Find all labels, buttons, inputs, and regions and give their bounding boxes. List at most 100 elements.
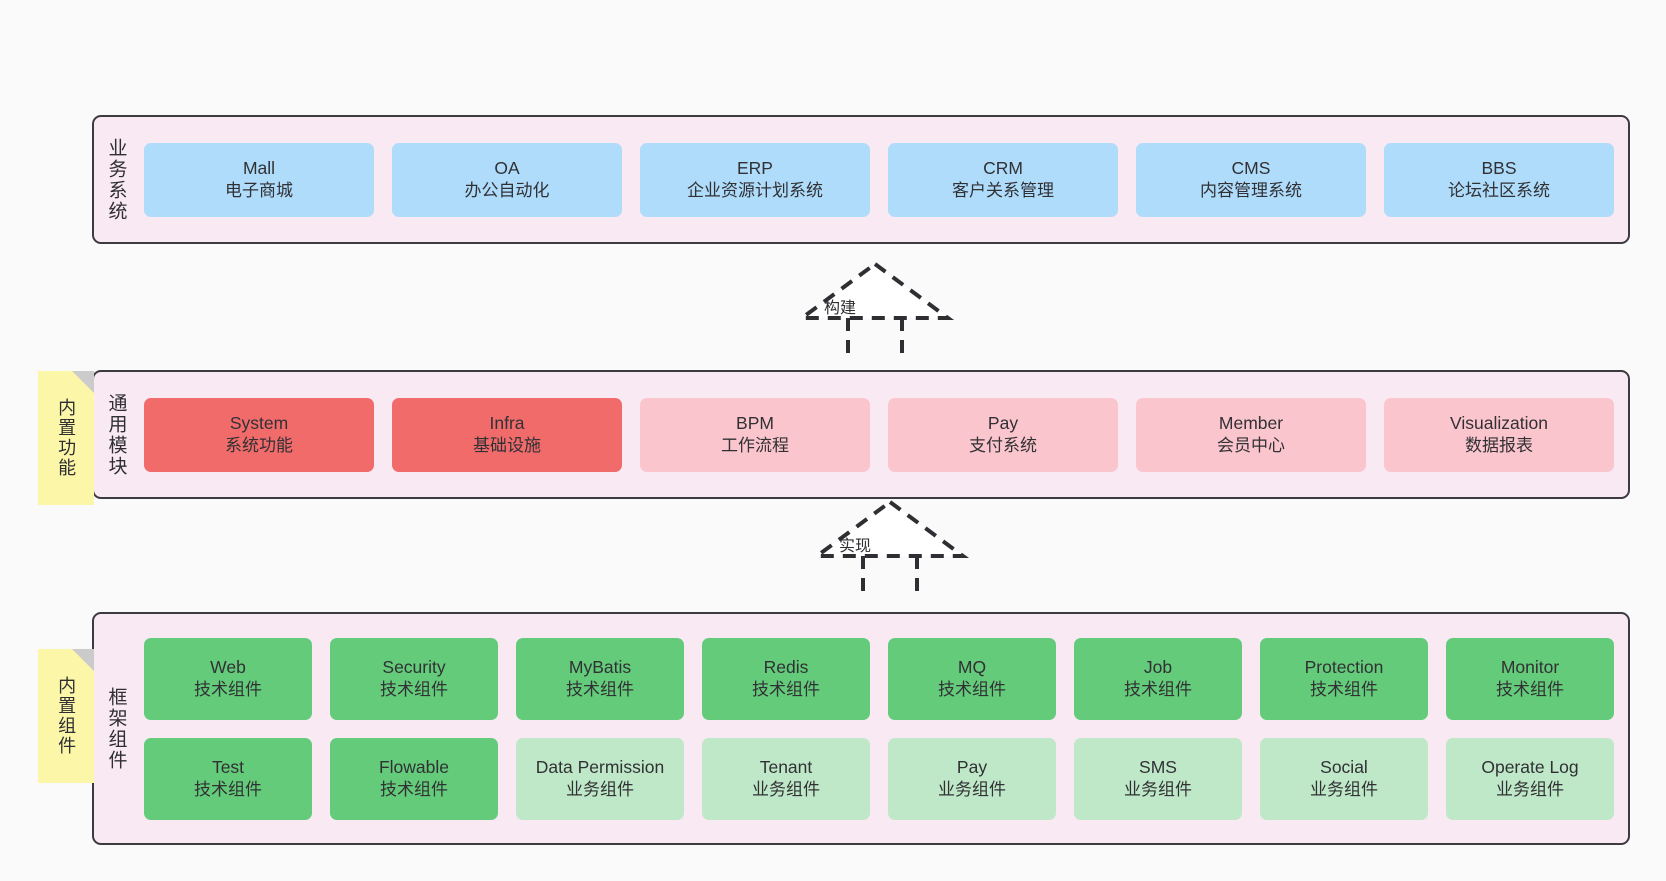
sticky-note-label: 内置组件	[56, 676, 77, 756]
node-subtitle: 电子商城	[225, 180, 293, 200]
node-title: Security	[382, 657, 446, 678]
connector-implement: 实现	[795, 494, 985, 594]
node-monitor[interactable]: Monitor 技术组件	[1446, 637, 1614, 720]
node-subtitle: 技术组件	[1124, 679, 1192, 699]
node-title: Data Permission	[535, 757, 665, 778]
layer-row: Web 技术组件 Security 技术组件 MyBatis 技术组件 Redi…	[144, 637, 1614, 720]
layer-title-common-module: 通用模块	[105, 392, 127, 477]
node-subtitle: 业务组件	[1310, 779, 1378, 799]
node-infra[interactable]: Infra 基础设施	[392, 397, 622, 472]
node-title: Infra	[489, 413, 525, 434]
layer-body-framework-component: Web 技术组件 Security 技术组件 MyBatis 技术组件 Redi…	[138, 614, 1628, 843]
node-title: System	[229, 413, 289, 434]
connector-label: 构建	[824, 300, 857, 317]
node-subtitle: 系统功能	[225, 435, 293, 455]
node-sms[interactable]: SMS 业务组件	[1074, 737, 1242, 820]
layer-row: Mall 电子商城 OA 办公自动化 ERP 企业资源计划系统 CRM 客户关系…	[144, 142, 1614, 217]
node-subtitle: 办公自动化	[464, 180, 550, 200]
generalization-arrow-icon	[795, 261, 955, 356]
layer-title-framework-component: 框架组件	[105, 686, 127, 771]
layer-row: System 系统功能 Infra 基础设施 BPM 工作流程 Pay 支付系统…	[144, 397, 1614, 472]
node-subtitle: 技术组件	[1310, 679, 1378, 699]
node-title: Tenant	[759, 757, 813, 778]
node-subtitle: 业务组件	[566, 779, 634, 799]
node-subtitle: 技术组件	[380, 679, 448, 699]
node-crm[interactable]: CRM 客户关系管理	[888, 142, 1118, 217]
node-title: CRM	[983, 158, 1023, 179]
node-title: CMS	[1231, 158, 1271, 179]
node-subtitle: 企业资源计划系统	[687, 180, 823, 200]
generalization-arrow-icon	[810, 499, 970, 594]
node-erp[interactable]: ERP 企业资源计划系统	[640, 142, 870, 217]
node-bbs[interactable]: BBS 论坛社区系统	[1384, 142, 1614, 217]
node-title: Member	[1218, 413, 1284, 434]
node-tenant[interactable]: Tenant 业务组件	[702, 737, 870, 820]
node-subtitle: 客户关系管理	[952, 180, 1054, 200]
node-oa[interactable]: OA 办公自动化	[392, 142, 622, 217]
node-subtitle: 业务组件	[1124, 779, 1192, 799]
node-security[interactable]: Security 技术组件	[330, 637, 498, 720]
node-title: SMS	[1139, 757, 1177, 778]
layer-common-module: 通用模块 System 系统功能 Infra 基础设施 BPM 工作流程 Pay…	[92, 370, 1630, 499]
node-title: Job	[1143, 657, 1173, 678]
node-title: MyBatis	[568, 657, 632, 678]
node-subtitle: 业务组件	[938, 779, 1006, 799]
node-subtitle: 技术组件	[194, 679, 262, 699]
node-title: Monitor	[1500, 657, 1560, 678]
node-subtitle: 内容管理系统	[1200, 180, 1302, 200]
node-subtitle: 会员中心	[1217, 435, 1285, 455]
node-protection[interactable]: Protection 技术组件	[1260, 637, 1428, 720]
node-member[interactable]: Member 会员中心	[1136, 397, 1366, 472]
node-title: BPM	[736, 413, 774, 434]
node-web[interactable]: Web 技术组件	[144, 637, 312, 720]
layer-title-business-system: 业务系统	[105, 137, 127, 222]
node-subtitle: 业务组件	[752, 779, 820, 799]
node-subtitle: 业务组件	[1496, 779, 1564, 799]
node-test[interactable]: Test 技术组件	[144, 737, 312, 820]
node-job[interactable]: Job 技术组件	[1074, 637, 1242, 720]
layer-framework-component: 框架组件 Web 技术组件 Security 技术组件 MyBatis 技术组件…	[92, 612, 1630, 845]
node-social[interactable]: Social 业务组件	[1260, 737, 1428, 820]
node-subtitle: 技术组件	[752, 679, 820, 699]
sticky-note-builtin-functions: 内置功能	[38, 371, 94, 505]
connector-label: 实现	[839, 538, 872, 555]
node-redis[interactable]: Redis 技术组件	[702, 637, 870, 720]
node-subtitle: 技术组件	[1496, 679, 1564, 699]
node-title: Pay	[987, 413, 1019, 434]
node-visualization[interactable]: Visualization 数据报表	[1384, 397, 1614, 472]
node-mall[interactable]: Mall 电子商城	[144, 142, 374, 217]
node-title: ERP	[737, 158, 773, 179]
node-title: Operate Log	[1481, 757, 1579, 778]
node-subtitle: 工作流程	[721, 435, 789, 455]
node-operate-log[interactable]: Operate Log 业务组件	[1446, 737, 1614, 820]
node-subtitle: 技术组件	[566, 679, 634, 699]
node-subtitle: 数据报表	[1465, 435, 1533, 455]
node-subtitle: 基础设施	[473, 435, 541, 455]
node-title: Redis	[763, 657, 809, 678]
node-title: OA	[494, 158, 520, 179]
node-data-permission[interactable]: Data Permission 业务组件	[516, 737, 684, 820]
node-title: Social	[1320, 757, 1368, 778]
layer-body-common-module: System 系统功能 Infra 基础设施 BPM 工作流程 Pay 支付系统…	[138, 372, 1628, 497]
node-subtitle: 技术组件	[194, 779, 262, 799]
sticky-note-builtin-components: 内置组件	[38, 649, 94, 783]
node-title: Mall	[242, 158, 276, 179]
node-mybatis[interactable]: MyBatis 技术组件	[516, 637, 684, 720]
node-bpm[interactable]: BPM 工作流程	[640, 397, 870, 472]
node-system[interactable]: System 系统功能	[144, 397, 374, 472]
node-pay[interactable]: Pay 支付系统	[888, 397, 1118, 472]
node-subtitle: 支付系统	[969, 435, 1037, 455]
node-subtitle: 技术组件	[380, 779, 448, 799]
node-title: MQ	[957, 657, 987, 678]
node-cms[interactable]: CMS 内容管理系统	[1136, 142, 1366, 217]
layer-row: Test 技术组件 Flowable 技术组件 Data Permission …	[144, 737, 1614, 820]
layer-business-system: 业务系统 Mall 电子商城 OA 办公自动化 ERP 企业资源计划系统 CRM…	[92, 115, 1630, 244]
node-mq[interactable]: MQ 技术组件	[888, 637, 1056, 720]
node-flowable[interactable]: Flowable 技术组件	[330, 737, 498, 820]
node-pay-biz[interactable]: Pay 业务组件	[888, 737, 1056, 820]
node-title: Web	[210, 657, 246, 678]
node-title: Protection	[1304, 657, 1384, 678]
node-title: Visualization	[1450, 413, 1548, 434]
layer-body-business-system: Mall 电子商城 OA 办公自动化 ERP 企业资源计划系统 CRM 客户关系…	[138, 117, 1628, 242]
